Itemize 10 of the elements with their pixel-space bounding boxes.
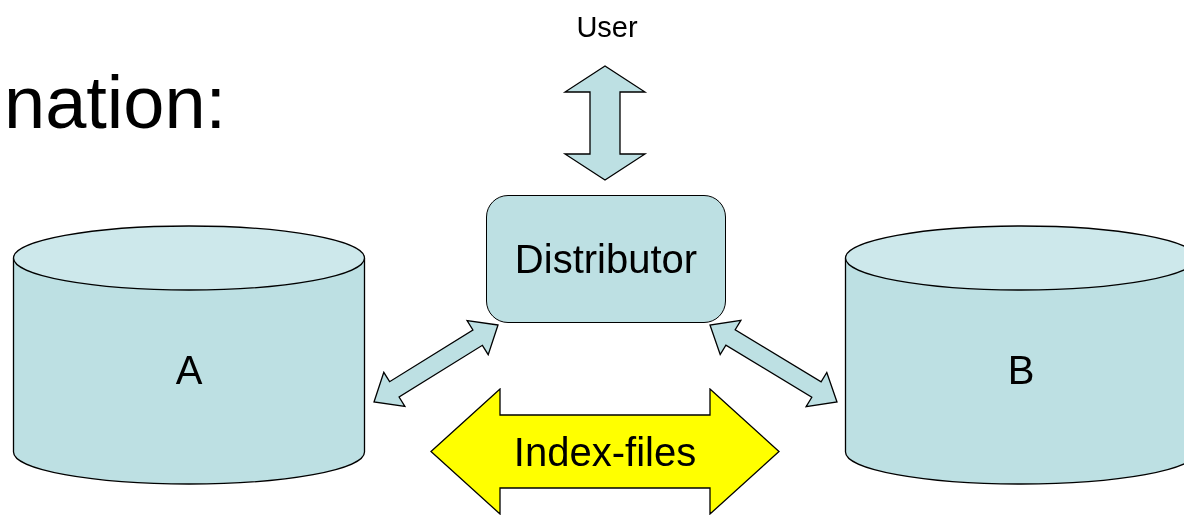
block-arrow (373, 319, 499, 408)
block-arrow (709, 319, 838, 408)
block-arrow (562, 65, 648, 181)
slide-text: nation: (4, 62, 227, 144)
process-box (486, 195, 726, 323)
node-label: A (175, 347, 203, 394)
node-label: B (1007, 347, 1035, 394)
node-text: User (576, 10, 638, 46)
node-label: Distributor (514, 236, 698, 283)
node-label: Index-files (513, 428, 697, 476)
